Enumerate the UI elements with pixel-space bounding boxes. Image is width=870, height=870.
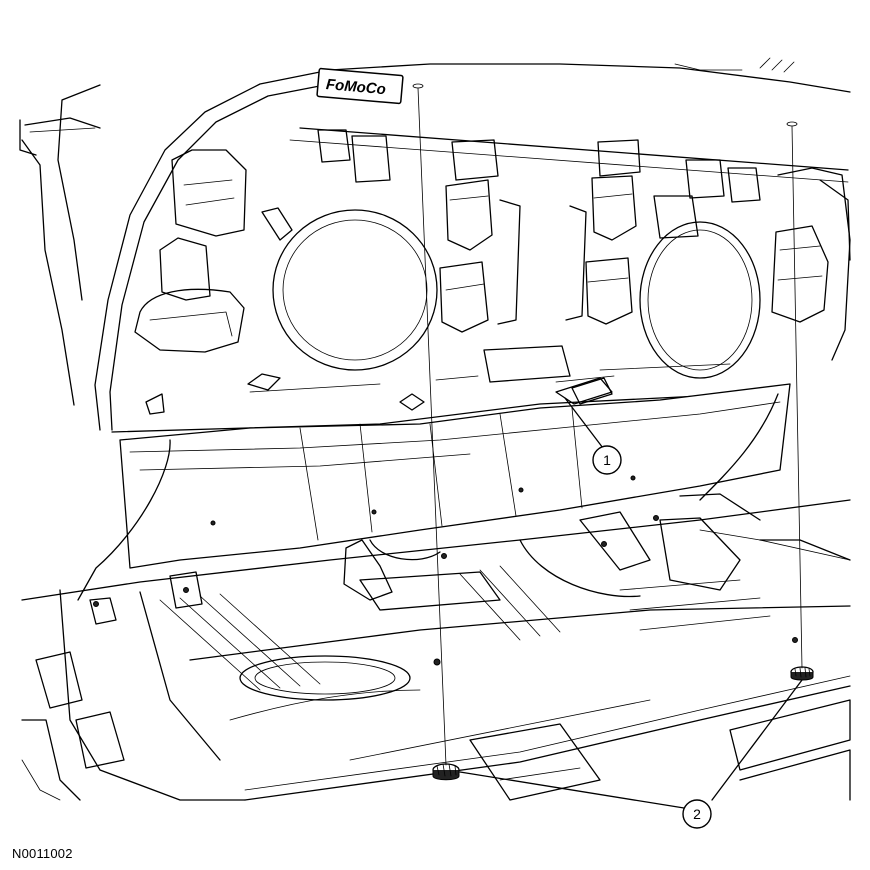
callout-2-number: 2 (693, 806, 701, 822)
fomoco-logo-text: FoMoCo (325, 76, 386, 98)
seatback-frame (19, 57, 851, 433)
callout-2: 2 (459, 679, 803, 829)
cushion-retainer-right (790, 666, 814, 681)
cushion-retainer-left (432, 763, 460, 781)
floor-pan (21, 493, 851, 801)
callout-1-number: 1 (603, 452, 611, 468)
callout-1: 1 (564, 377, 622, 475)
figure-id-label: N0011002 (12, 846, 73, 861)
seat-cushion-panel (77, 383, 791, 601)
fomoco-logo: FoMoCo (316, 67, 404, 105)
guide-lines (412, 83, 803, 766)
